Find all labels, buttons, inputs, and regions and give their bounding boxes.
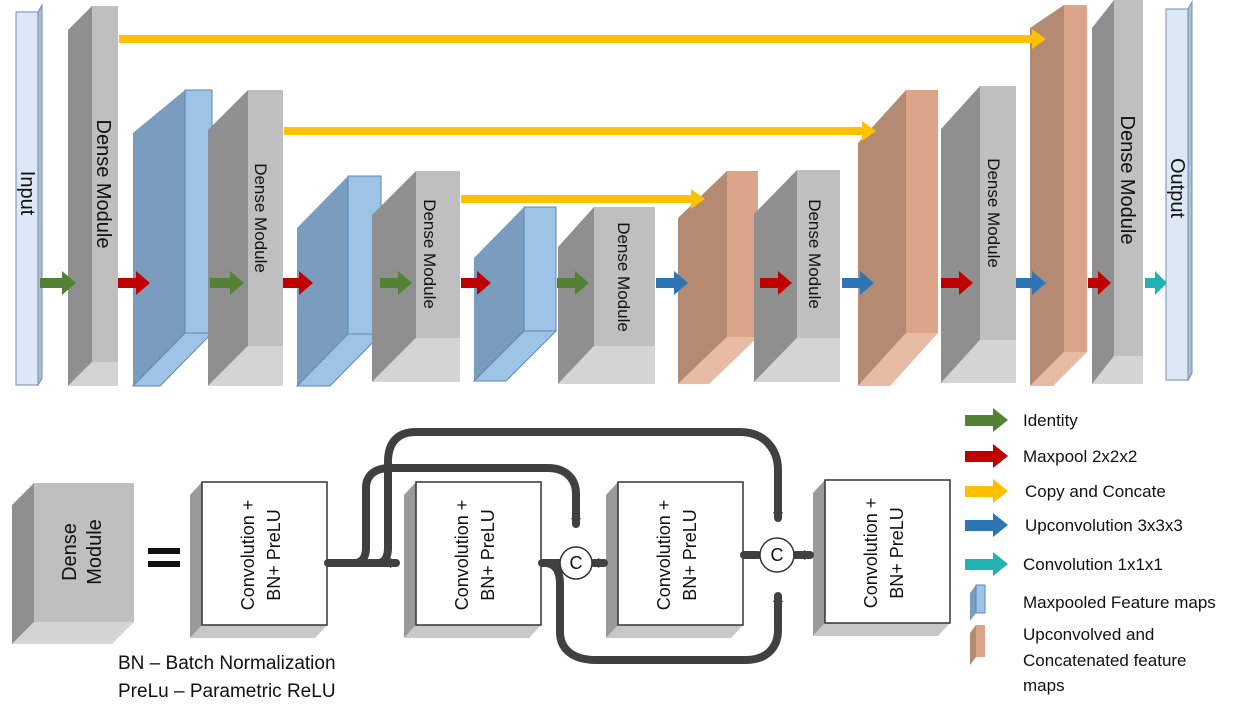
dense-module-label: Dense Module: [251, 163, 270, 273]
output-label: Output: [1166, 158, 1188, 218]
conv-block: Convolution + BN+ PreLU: [813, 479, 951, 636]
legend-maxpooled-label: Maxpooled Feature maps: [1023, 593, 1216, 612]
dense-module-block: Dense Module: [68, 6, 118, 386]
upconvolved-feature-map: [678, 171, 758, 384]
dense-module-block: Dense Module: [558, 207, 655, 384]
identity-arrow: [40, 271, 76, 295]
conv-block: Convolution + BN+ PreLU: [606, 481, 744, 638]
upconvolved-feature-map: [858, 90, 938, 386]
legend-conv1-label: Convolution 1x1x1: [1023, 555, 1163, 574]
copy-concat-arrow: [284, 121, 876, 141]
bn-note: BN – Batch Normalization: [118, 653, 336, 674]
conv-label-line2: BN+ PreLU: [887, 507, 907, 599]
dense-module-block: Dense Module: [754, 170, 840, 382]
upconvolution-arrow: [842, 271, 874, 295]
conv-label-line1: Convolution +: [238, 500, 258, 611]
concat-node: C: [759, 537, 795, 573]
dense-module-block: Dense Module: [941, 86, 1016, 383]
legend-identity: Identity: [965, 408, 1078, 432]
conv-label-line2: BN+ PreLU: [478, 509, 498, 601]
legend-upconv: Upconvolution 3x3x3: [965, 513, 1183, 537]
dense-connections: [324, 428, 814, 664]
legend: Identity Maxpool 2x2x2 Copy and Concate …: [965, 408, 1216, 695]
legend-maxpool: Maxpool 2x2x2: [965, 444, 1137, 468]
dense-module-block: Dense Module: [208, 90, 283, 386]
legend-maxpool-label: Maxpool 2x2x2: [1023, 447, 1137, 466]
dense-module-label: Dense Module: [420, 199, 439, 309]
dense-module-label: Dense Module: [1116, 116, 1138, 245]
conv-label-line1: Convolution +: [861, 498, 881, 609]
concat-node: C: [559, 546, 593, 580]
maxpooled-feature-map: [295, 175, 383, 387]
input-block: Input: [15, 3, 43, 387]
legend-upconvolved-line3: maps: [1023, 676, 1065, 695]
conv-label-line1: Convolution +: [452, 500, 472, 611]
convolution-arrow: [1145, 271, 1167, 295]
conv-block: Convolution + BN+ PreLU: [190, 481, 328, 638]
legend-upconv-label: Upconvolution 3x3x3: [1025, 516, 1183, 535]
identity-arrow: [210, 271, 244, 295]
conv-label-line2: BN+ PreLU: [264, 509, 284, 601]
dense-module-key-label-line2: Module: [84, 519, 106, 585]
connector-skip-outer: [361, 428, 783, 567]
conv-label-line1: Convolution +: [654, 500, 674, 611]
equals-sign: [148, 548, 180, 567]
maxpool-arrow: [760, 271, 792, 295]
input-label: Input: [16, 171, 38, 216]
copy-concat-arrow: [119, 29, 1046, 49]
maxpool-arrow: [461, 271, 491, 295]
dense-module-block: Dense Module: [372, 171, 460, 382]
upconvolution-arrow: [656, 271, 688, 295]
maxpool-arrow: [283, 271, 313, 295]
concat-symbol: C: [570, 553, 583, 573]
upconvolved-feature-map: [1030, 5, 1087, 386]
upconvolution-arrow: [1016, 271, 1046, 295]
legend-upconvolved-line2: Concatenated feature: [1023, 651, 1187, 670]
dense-module-label: Dense Module: [984, 158, 1003, 268]
legend-copy: Copy and Concate: [965, 479, 1166, 503]
conv-block: Convolution + BN+ PreLU: [404, 481, 542, 638]
identity-arrow: [557, 271, 589, 295]
dense-module-key-label-line1: Dense: [59, 523, 81, 581]
connector-loop-bottom: [541, 559, 783, 664]
dense-module-label: Dense Module: [614, 222, 633, 332]
legend-identity-label: Identity: [1023, 411, 1078, 430]
dense-module-label: Dense Module: [92, 120, 114, 249]
maxpool-arrow: [1088, 271, 1111, 295]
legend-conv1: Convolution 1x1x1: [965, 552, 1163, 576]
identity-arrow: [380, 271, 412, 295]
legend-copy-label: Copy and Concate: [1025, 482, 1166, 501]
maxpool-arrow: [118, 271, 150, 295]
conv-label-line2: BN+ PreLU: [680, 509, 700, 601]
maxpooled-feature-map: [472, 206, 558, 382]
dense-module-label: Dense Module: [805, 199, 824, 309]
output-block: Output: [1165, 0, 1193, 382]
dense-module-key-block: Dense Module: [12, 483, 134, 644]
copy-concat-arrow: [461, 189, 705, 209]
maxpooled-feature-map: [131, 89, 214, 387]
legend-maxpooled: Maxpooled Feature maps: [970, 584, 1216, 621]
legend-upconvolved: Upconvolved and Concatenated feature map…: [970, 625, 1187, 695]
dense-module-block: Dense Module: [1092, 0, 1143, 384]
legend-upconvolved-line1: Upconvolved and: [1023, 625, 1154, 644]
concat-symbol: C: [771, 545, 784, 565]
connector-skip-inner: [351, 464, 581, 567]
maxpool-arrow: [941, 271, 973, 295]
prelu-note: PreLu – Parametric ReLU: [118, 681, 336, 702]
